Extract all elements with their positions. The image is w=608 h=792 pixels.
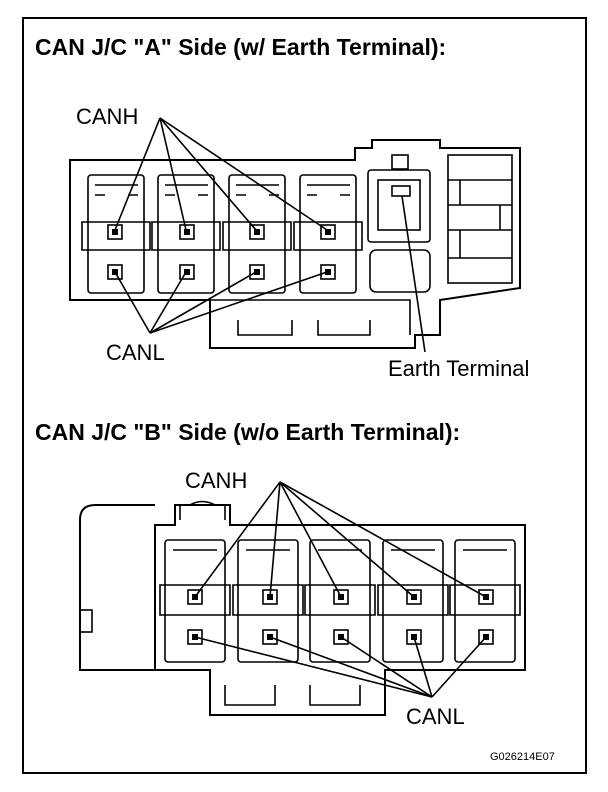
canl-pins-a (107, 264, 336, 280)
earth-leader (401, 195, 426, 353)
canl-pins-b (187, 629, 494, 645)
outer-border (22, 17, 587, 774)
earth-terminal-label: Earth Terminal (388, 356, 529, 381)
canh-label-a: CANH (76, 104, 138, 129)
section-a-title: CAN J/C "A" Side (w/ Earth Terminal): (35, 34, 446, 60)
canl-label-b: CANL (406, 704, 465, 729)
canl-leaders-b (194, 636, 487, 698)
canh-pins-a (107, 224, 336, 240)
canh-label-b: CANH (185, 468, 247, 493)
connector-a (69, 139, 521, 349)
earth-terminal-pin (391, 185, 411, 197)
cavity-row-a (81, 174, 363, 294)
cavity-row-b (159, 539, 521, 663)
canh-leaders-b (194, 481, 487, 598)
canh-leaders-a (114, 117, 328, 231)
connector-b (79, 500, 526, 716)
section-b-title: CAN J/C "B" Side (w/o Earth Terminal): (35, 419, 460, 445)
canl-leaders-a (114, 271, 328, 334)
figure-code: G026214E07 (490, 751, 555, 763)
canl-label-a: CANL (106, 340, 165, 365)
